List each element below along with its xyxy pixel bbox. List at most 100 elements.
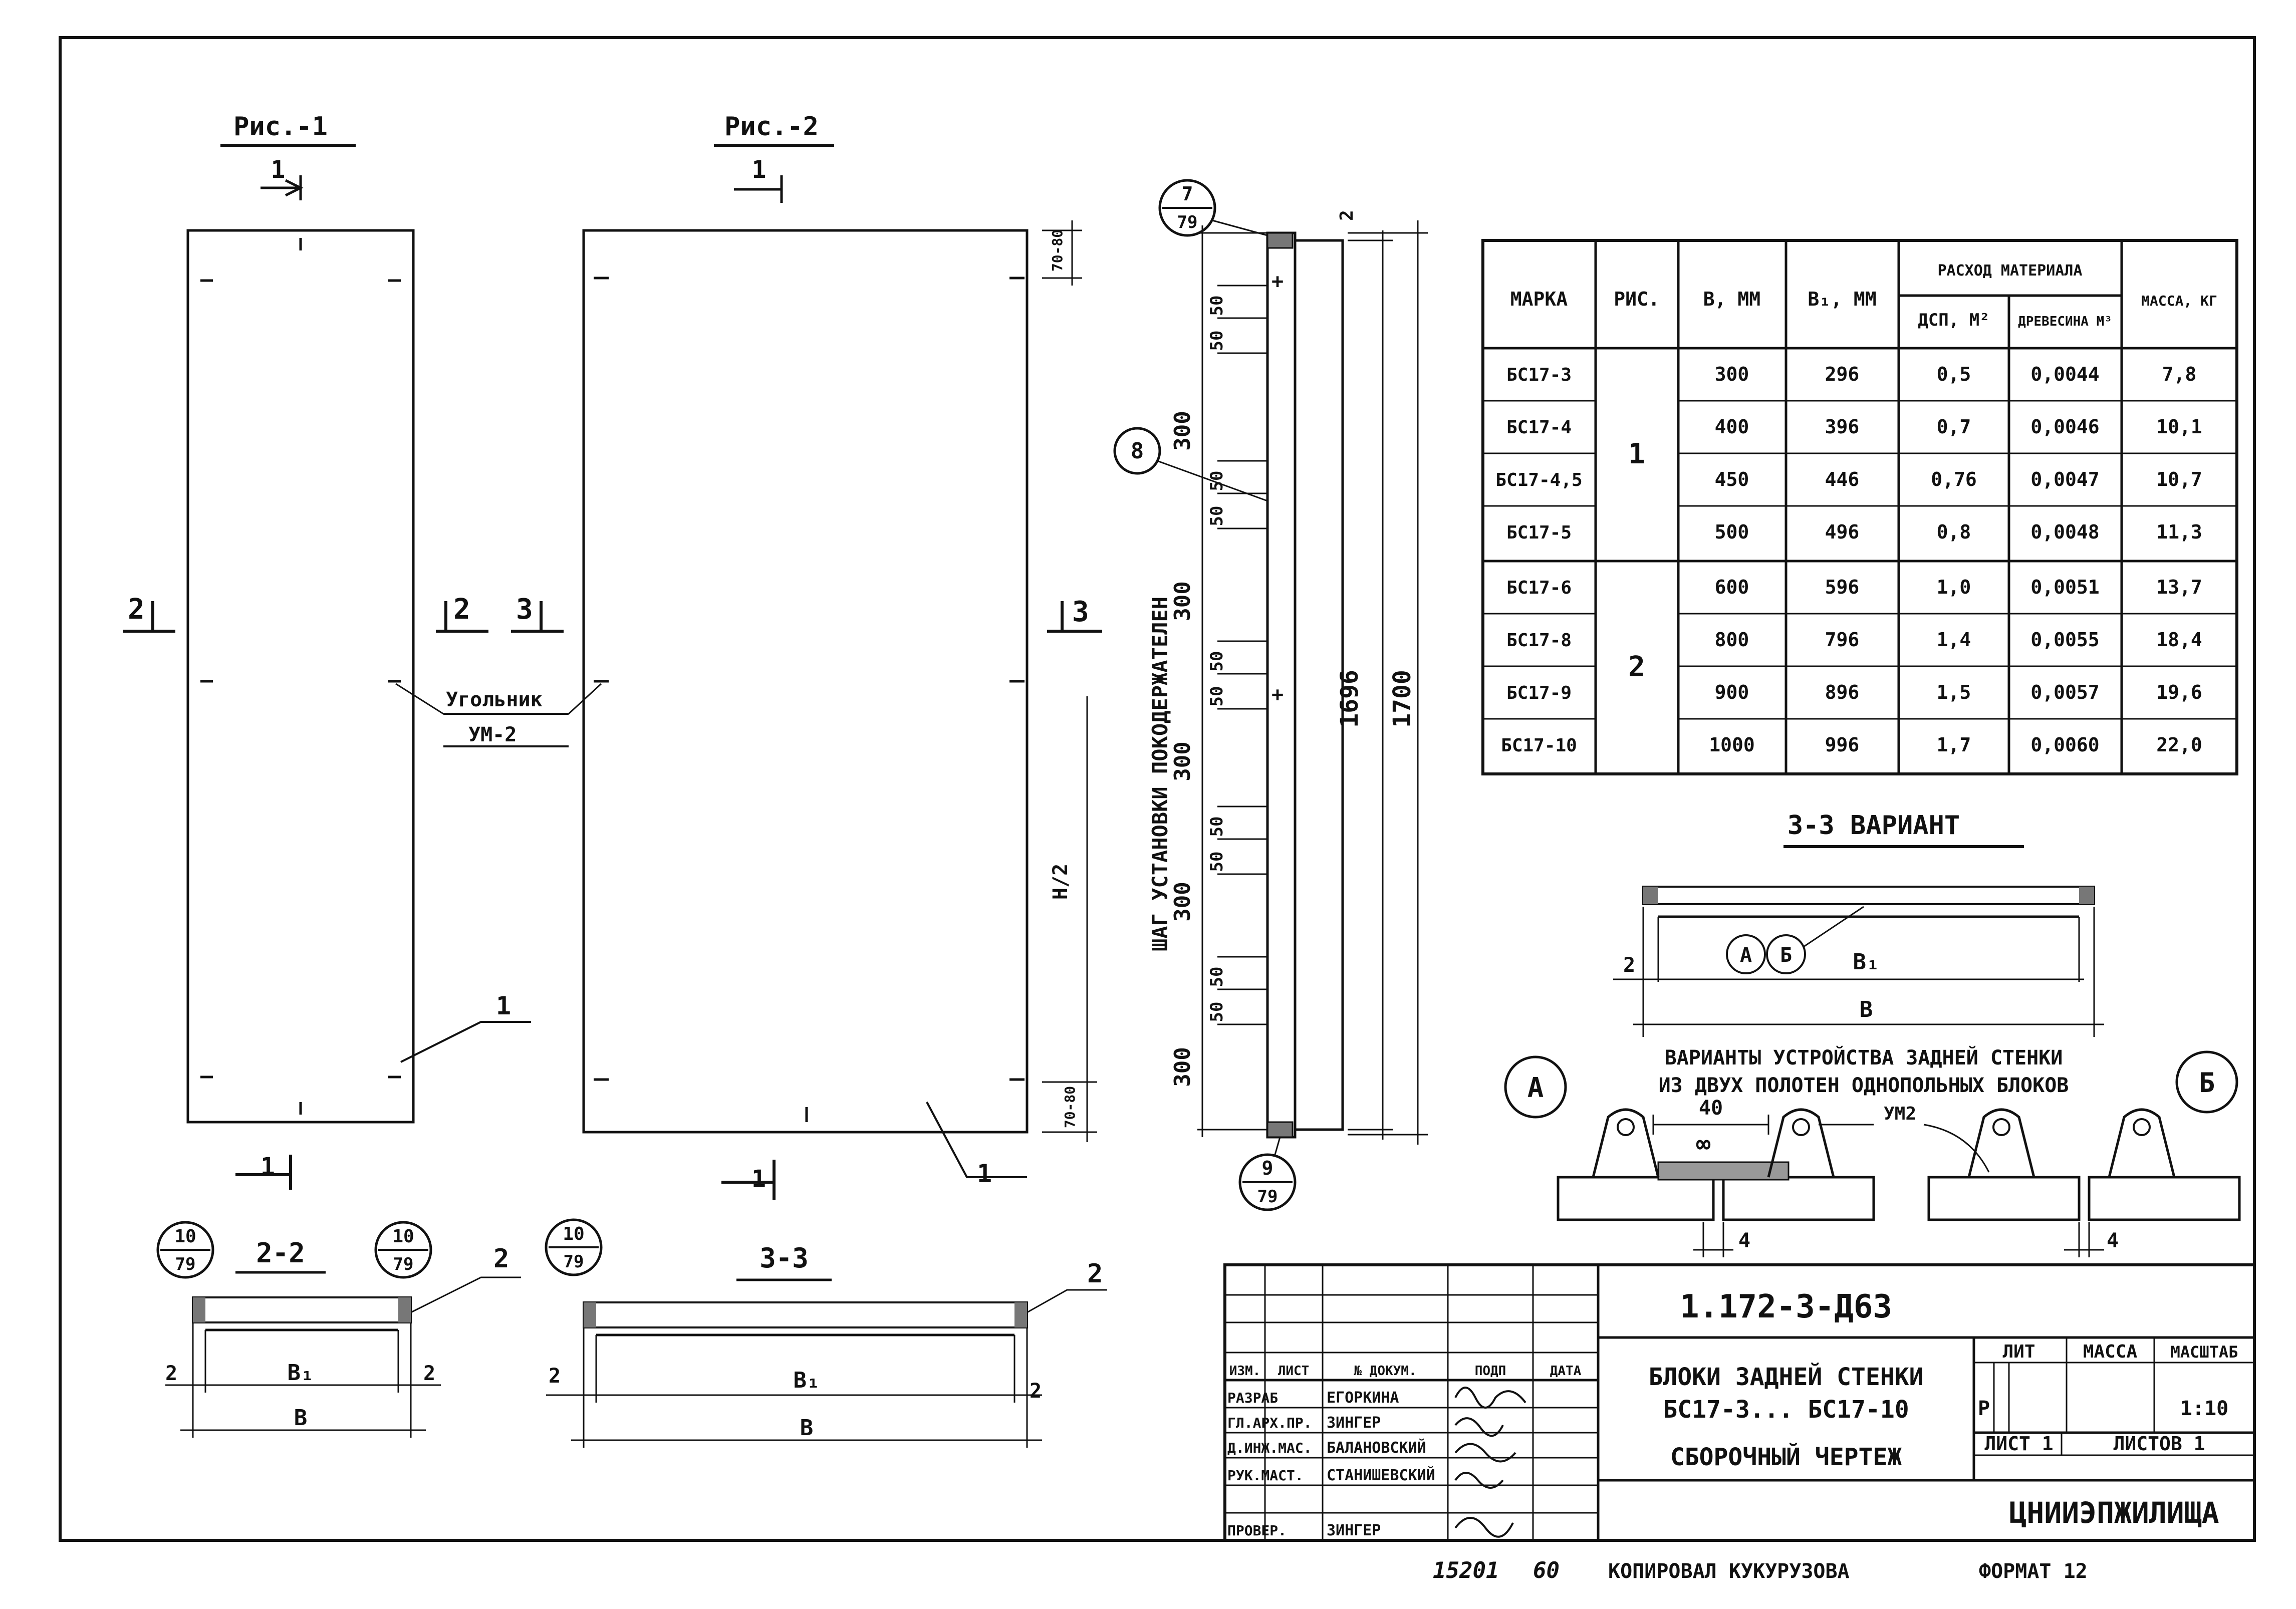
fig1-cut-top: 1: [271, 156, 286, 184]
s33-dim-right: 2: [1030, 1380, 1042, 1403]
footer-inv: 15201: [1433, 1558, 1499, 1583]
side-dim-ticks: [1217, 285, 1267, 1025]
table-group-2: 2: [1628, 651, 1645, 683]
doc-name-3: СБОРОЧНЫЙ ЧЕРТЕЖ: [1670, 1443, 1902, 1471]
table-cell-r5-c2: 796: [1825, 629, 1860, 651]
svg-text:+: +: [1271, 683, 1284, 706]
s22-ref-right-den: 79: [393, 1254, 414, 1274]
th-rashod: РАСХОД МАТЕРИАЛА: [1938, 262, 2083, 280]
side-vertical-label: ШАГ УСТАНОВКИ ПОКОДЕРЖАТЕЛЕН: [1148, 597, 1172, 951]
side-dim-step-0: 300: [1170, 411, 1195, 450]
fig2-cut-bottom: 1: [751, 1165, 766, 1193]
doc-name-2: БС17-3... БС17-10: [1663, 1396, 1909, 1424]
s33v-mark-b: Б: [1780, 944, 1792, 967]
table-cell-r6-c5: 19,6: [2156, 681, 2202, 703]
variant-b-mark: Б: [2199, 1067, 2215, 1099]
tb-person-1: ЗИНГЕР: [1327, 1414, 1381, 1432]
table-cell-r0-c2: 296: [1825, 363, 1860, 385]
table-cell-r5-c0: БС17-8: [1506, 630, 1572, 651]
table-cell-r2-c1: 450: [1715, 468, 1749, 490]
th-ris: РИС.: [1614, 288, 1660, 310]
fig1-cut-right: 2: [453, 593, 470, 626]
tb-head-4: ДАТА: [1550, 1364, 1582, 1379]
variant-b-panel-right: [2088, 1176, 2241, 1221]
fig2-dim-bottom: 70-80: [1062, 1086, 1078, 1128]
doc-code: 1.172-3-Д63: [1680, 1288, 1892, 1325]
tb-role-2: Д.ИНЖ.МАС.: [1227, 1440, 1312, 1456]
side-dim-small-b-3: 50: [1207, 852, 1227, 872]
footer-format: ФОРМАТ 12: [1979, 1560, 2088, 1583]
s22-title: 2-2: [256, 1237, 305, 1269]
footer-copied: КОПИРОВАЛ КУКУРУЗОВА: [1608, 1560, 1850, 1583]
section-33-variant: 3-3 ВАРИАНТ А Б 2 В₁ В: [1613, 811, 2104, 1037]
s33-ref-num: 10: [563, 1224, 584, 1244]
tb-person-4: ЗИНГЕР: [1327, 1522, 1381, 1539]
table-cell-r7-c5: 22,0: [2156, 734, 2202, 756]
table-frame: [1481, 239, 2238, 775]
tb-head-2: № ДОКУМ.: [1354, 1364, 1416, 1379]
table-cell-r3-c4: 0,0048: [2030, 521, 2099, 543]
svg-text:+: +: [1271, 270, 1284, 293]
table-cell-r2-c0: БС17-4,5: [1495, 470, 1582, 490]
table-cell-r3-c3: 0,8: [1937, 521, 1971, 543]
table-cell-r3-c0: БС17-5: [1506, 522, 1572, 543]
table-cell-r4-c0: БС17-6: [1506, 578, 1572, 598]
tb-masshtab: МАСШТАБ: [2171, 1343, 2238, 1362]
table-cell-r1-c3: 0,7: [1937, 416, 1971, 438]
footer: 15201 60 КОПИРОВАЛ КУКУРУЗОВА ФОРМАТ 12: [1433, 1558, 2088, 1583]
table-cell-r1-c5: 10,1: [2156, 416, 2202, 438]
side-ref-mid: 8: [1131, 438, 1144, 464]
tb-person-3: СТАНИШЕВСКИЙ: [1327, 1466, 1435, 1484]
s33v-b: В: [1860, 997, 1873, 1022]
section-22: 10 79 10 79 2-2 2 2 2 В₁ В: [156, 1221, 521, 1438]
side-dim-small-b-0: 50: [1207, 331, 1227, 351]
angle-bracket-label: Угольник УМ-2: [395, 683, 602, 747]
s33v-mark-a: А: [1740, 944, 1752, 967]
th-b: В, ММ: [1703, 288, 1760, 310]
tb-head-3: ПОДП: [1475, 1364, 1506, 1379]
table-cell-r3-c5: 11,3: [2156, 521, 2202, 543]
table-cell-r4-c2: 596: [1825, 576, 1860, 598]
signature-scribbles: [1454, 1387, 1526, 1538]
fig1-cut-bottom: 1: [261, 1153, 275, 1181]
side-dim-small-a-4: 50: [1207, 967, 1227, 987]
s33-callout: 2: [1087, 1259, 1103, 1289]
side-dim-small-a-1: 50: [1207, 471, 1227, 491]
s22-ref-left-den: 79: [175, 1254, 196, 1274]
table-cell-r2-c4: 0,0047: [2030, 468, 2099, 490]
s33-ref-den: 79: [564, 1252, 584, 1272]
table-cell-r7-c4: 0,0060: [2030, 734, 2099, 756]
table-cell-r6-c3: 1,5: [1937, 681, 1971, 703]
fig2-dim-top: 70-80: [1049, 229, 1066, 272]
side-dim-small-a-0: 50: [1207, 296, 1227, 316]
side-dim-step-1: 300: [1170, 581, 1195, 621]
s22-b: В: [294, 1405, 308, 1431]
s33-dim-left: 2: [549, 1365, 561, 1388]
s33v-title: 3-3 ВАРИАНТ: [1788, 811, 1960, 841]
tb-lit: ЛИТ: [2002, 1342, 2035, 1362]
variant-a-dim-4: 4: [1738, 1229, 1750, 1252]
tb-sheet: ЛИСТ 1: [1984, 1433, 2053, 1455]
side-ref-top-den: 79: [1177, 212, 1198, 232]
s33-b1: В₁: [794, 1368, 820, 1393]
table-cell-r6-c2: 896: [1825, 681, 1860, 703]
s22-dim-right: 2: [423, 1362, 435, 1385]
fig2-cut-top: 1: [752, 156, 767, 184]
side-tick-group-0: [1217, 285, 1267, 354]
th-dsp: ДСП, М²: [1918, 310, 1989, 330]
table-cell-r2-c3: 0,76: [1931, 468, 1977, 490]
side-dim-inner: 1696: [1336, 670, 1364, 728]
variant-b-panel-left: [1927, 1176, 2081, 1221]
fig1-title: Рис.-1: [233, 112, 328, 142]
figure-1: Рис.-1 1 2 2 1 1: [123, 112, 531, 1190]
s22-dim-left: 2: [165, 1362, 177, 1385]
th-mass: МАССА, КГ: [2141, 293, 2217, 309]
side-dim-small-b-4: 50: [1207, 1002, 1227, 1022]
side-dim-small-b-1: 50: [1207, 506, 1227, 526]
s33-b: В: [800, 1415, 814, 1441]
table-cell-r4-c3: 1,0: [1937, 576, 1971, 598]
variant-um2-label: УМ2: [1884, 1104, 1916, 1124]
variant-a-dim-40: 40: [1699, 1097, 1723, 1120]
